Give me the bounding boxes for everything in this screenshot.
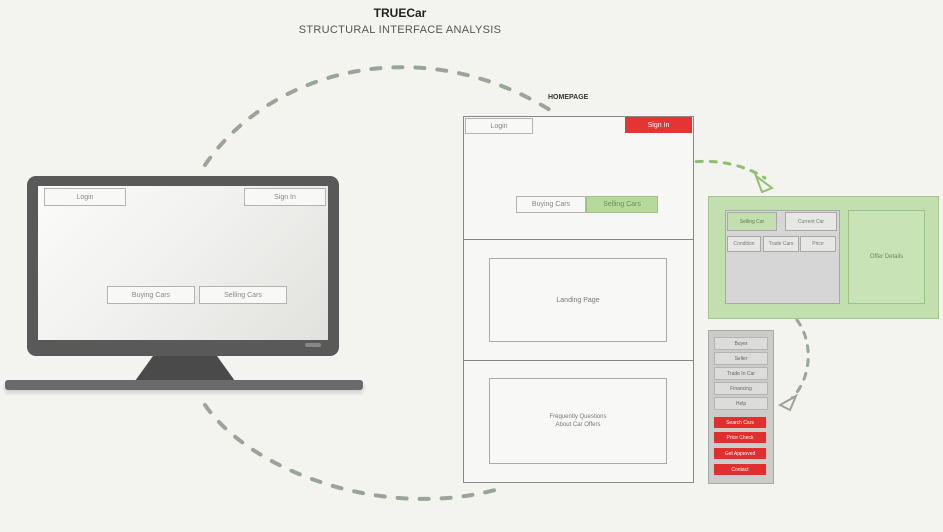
- page-title: TRUECar: [373, 6, 427, 20]
- arrowhead-grey: [777, 393, 799, 412]
- monitor-screen: [38, 186, 328, 340]
- seller-tab-selling: Selling Car: [727, 212, 777, 231]
- homepage-login-button: Login: [465, 118, 533, 134]
- menu-item: Help: [714, 397, 768, 410]
- flow-arc-top: [203, 65, 552, 167]
- flow-arc-bottom: [203, 403, 497, 501]
- menu-action-item: Contact: [714, 464, 766, 475]
- arrowhead-green: [753, 173, 775, 194]
- seller-field: Trade Cars: [763, 236, 799, 252]
- seller-field: Condition: [727, 236, 761, 252]
- menu-item: Trade In Car: [714, 367, 768, 380]
- menu-action-item: Search Cars: [714, 417, 766, 428]
- homepage-signin-button: Sign In: [625, 117, 692, 133]
- homepage-label: HOMEPAGE: [548, 94, 589, 101]
- monitor-login-button: Login: [44, 188, 126, 206]
- monitor-buyer-button: Buying Cars: [107, 286, 195, 304]
- homepage-divider: [463, 239, 694, 240]
- page-subtitle: STRUCTURAL INTERFACE ANALYSIS: [298, 24, 502, 36]
- monitor-signin-button: Sign In: [244, 188, 326, 206]
- seller-details-block: Offer Details: [848, 210, 925, 304]
- monitor-indicator: [305, 343, 321, 347]
- menu-item: Seller: [714, 352, 768, 365]
- seller-tab-current: Current Car: [785, 212, 837, 231]
- homepage-seller-button: Selling Cars: [586, 196, 658, 213]
- homepage-divider: [463, 360, 694, 361]
- homepage-faq-section: Frequently Questions About Car Offers: [489, 378, 667, 464]
- menu-action-item: Get Approved: [714, 448, 766, 459]
- menu-item: Financing: [714, 382, 768, 395]
- homepage-landing-section: Landing Page: [489, 258, 667, 342]
- monitor-stand: [135, 356, 235, 381]
- menu-item: Buyer: [714, 337, 768, 350]
- monitor-seller-button: Selling Cars: [199, 286, 287, 304]
- menu-action-item: Price Check: [714, 432, 766, 443]
- seller-field: Price: [800, 236, 836, 252]
- flow-arrow-grey: [790, 318, 810, 400]
- homepage-buyer-button: Buying Cars: [516, 196, 586, 213]
- monitor-base: [5, 380, 363, 390]
